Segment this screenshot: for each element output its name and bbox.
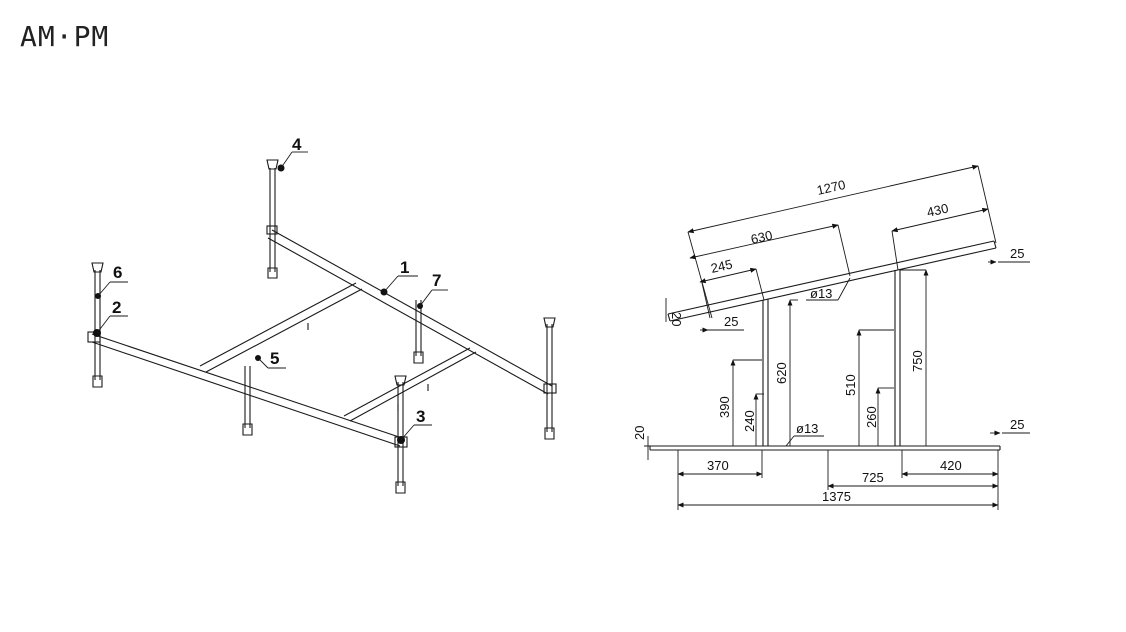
dim-label-top-end-left: 25 xyxy=(724,314,738,329)
cross-beam-right xyxy=(343,347,477,422)
dim-label-370: 370 xyxy=(707,458,729,473)
dim-label-630: 630 xyxy=(749,227,773,246)
leg-6 xyxy=(91,262,104,388)
callout-label-7: 7 xyxy=(432,271,441,290)
callout-label-2: 2 xyxy=(112,298,121,317)
post-left xyxy=(762,299,769,446)
bottom-rail xyxy=(649,445,1001,451)
leg-7 xyxy=(413,300,424,364)
dim-label-1270: 1270 xyxy=(815,177,847,198)
dim-label-1375: 1375 xyxy=(822,489,851,504)
cross-beam-left xyxy=(199,282,363,373)
dim-label-245: 245 xyxy=(709,256,733,275)
brand-logo-text: AM·PM xyxy=(20,20,110,53)
dim-label-390: 390 xyxy=(717,396,732,418)
dim-label-620: 620 xyxy=(774,362,789,384)
leg-right xyxy=(543,317,556,440)
callout-label-5: 5 xyxy=(270,349,279,368)
long-beam xyxy=(267,229,553,395)
leg-3 xyxy=(394,375,407,494)
dim-label-top-thickness: 20 xyxy=(669,312,684,326)
leg-5 xyxy=(242,366,253,436)
dim-label-750: 750 xyxy=(910,350,925,372)
callout-label-6: 6 xyxy=(113,263,122,282)
dim-label-260: 260 xyxy=(864,406,879,428)
callout-label-4: 4 xyxy=(292,135,302,154)
dim-label-bottom-thickness: 20 xyxy=(632,426,647,440)
dim-label-420: 420 xyxy=(940,458,962,473)
leg-4 xyxy=(266,159,279,279)
post-right xyxy=(894,269,901,446)
bracket-top xyxy=(266,225,278,235)
dimension-drawing: 1270 630 430 245 25 25 20 ø13 620 390 24… xyxy=(632,164,1030,510)
isometric-frame: 1 2 3 4 5 6 7 xyxy=(87,135,557,494)
dim-label-510: 510 xyxy=(843,374,858,396)
bracket-right xyxy=(543,383,557,394)
dim-label-240: 240 xyxy=(742,410,757,432)
dim-label-725: 725 xyxy=(862,470,884,485)
dim-label-bottom-diameter: ø13 xyxy=(796,421,818,436)
dim-label-top-end-right: 25 xyxy=(1010,246,1024,261)
sloped-rail xyxy=(667,240,997,322)
callout-label-3: 3 xyxy=(416,407,425,426)
callout-label-1: 1 xyxy=(400,258,409,277)
dim-label-430: 430 xyxy=(925,200,949,219)
dim-label-bottom-end: 25 xyxy=(1010,417,1024,432)
dim-label-top-diameter: ø13 xyxy=(810,286,832,301)
